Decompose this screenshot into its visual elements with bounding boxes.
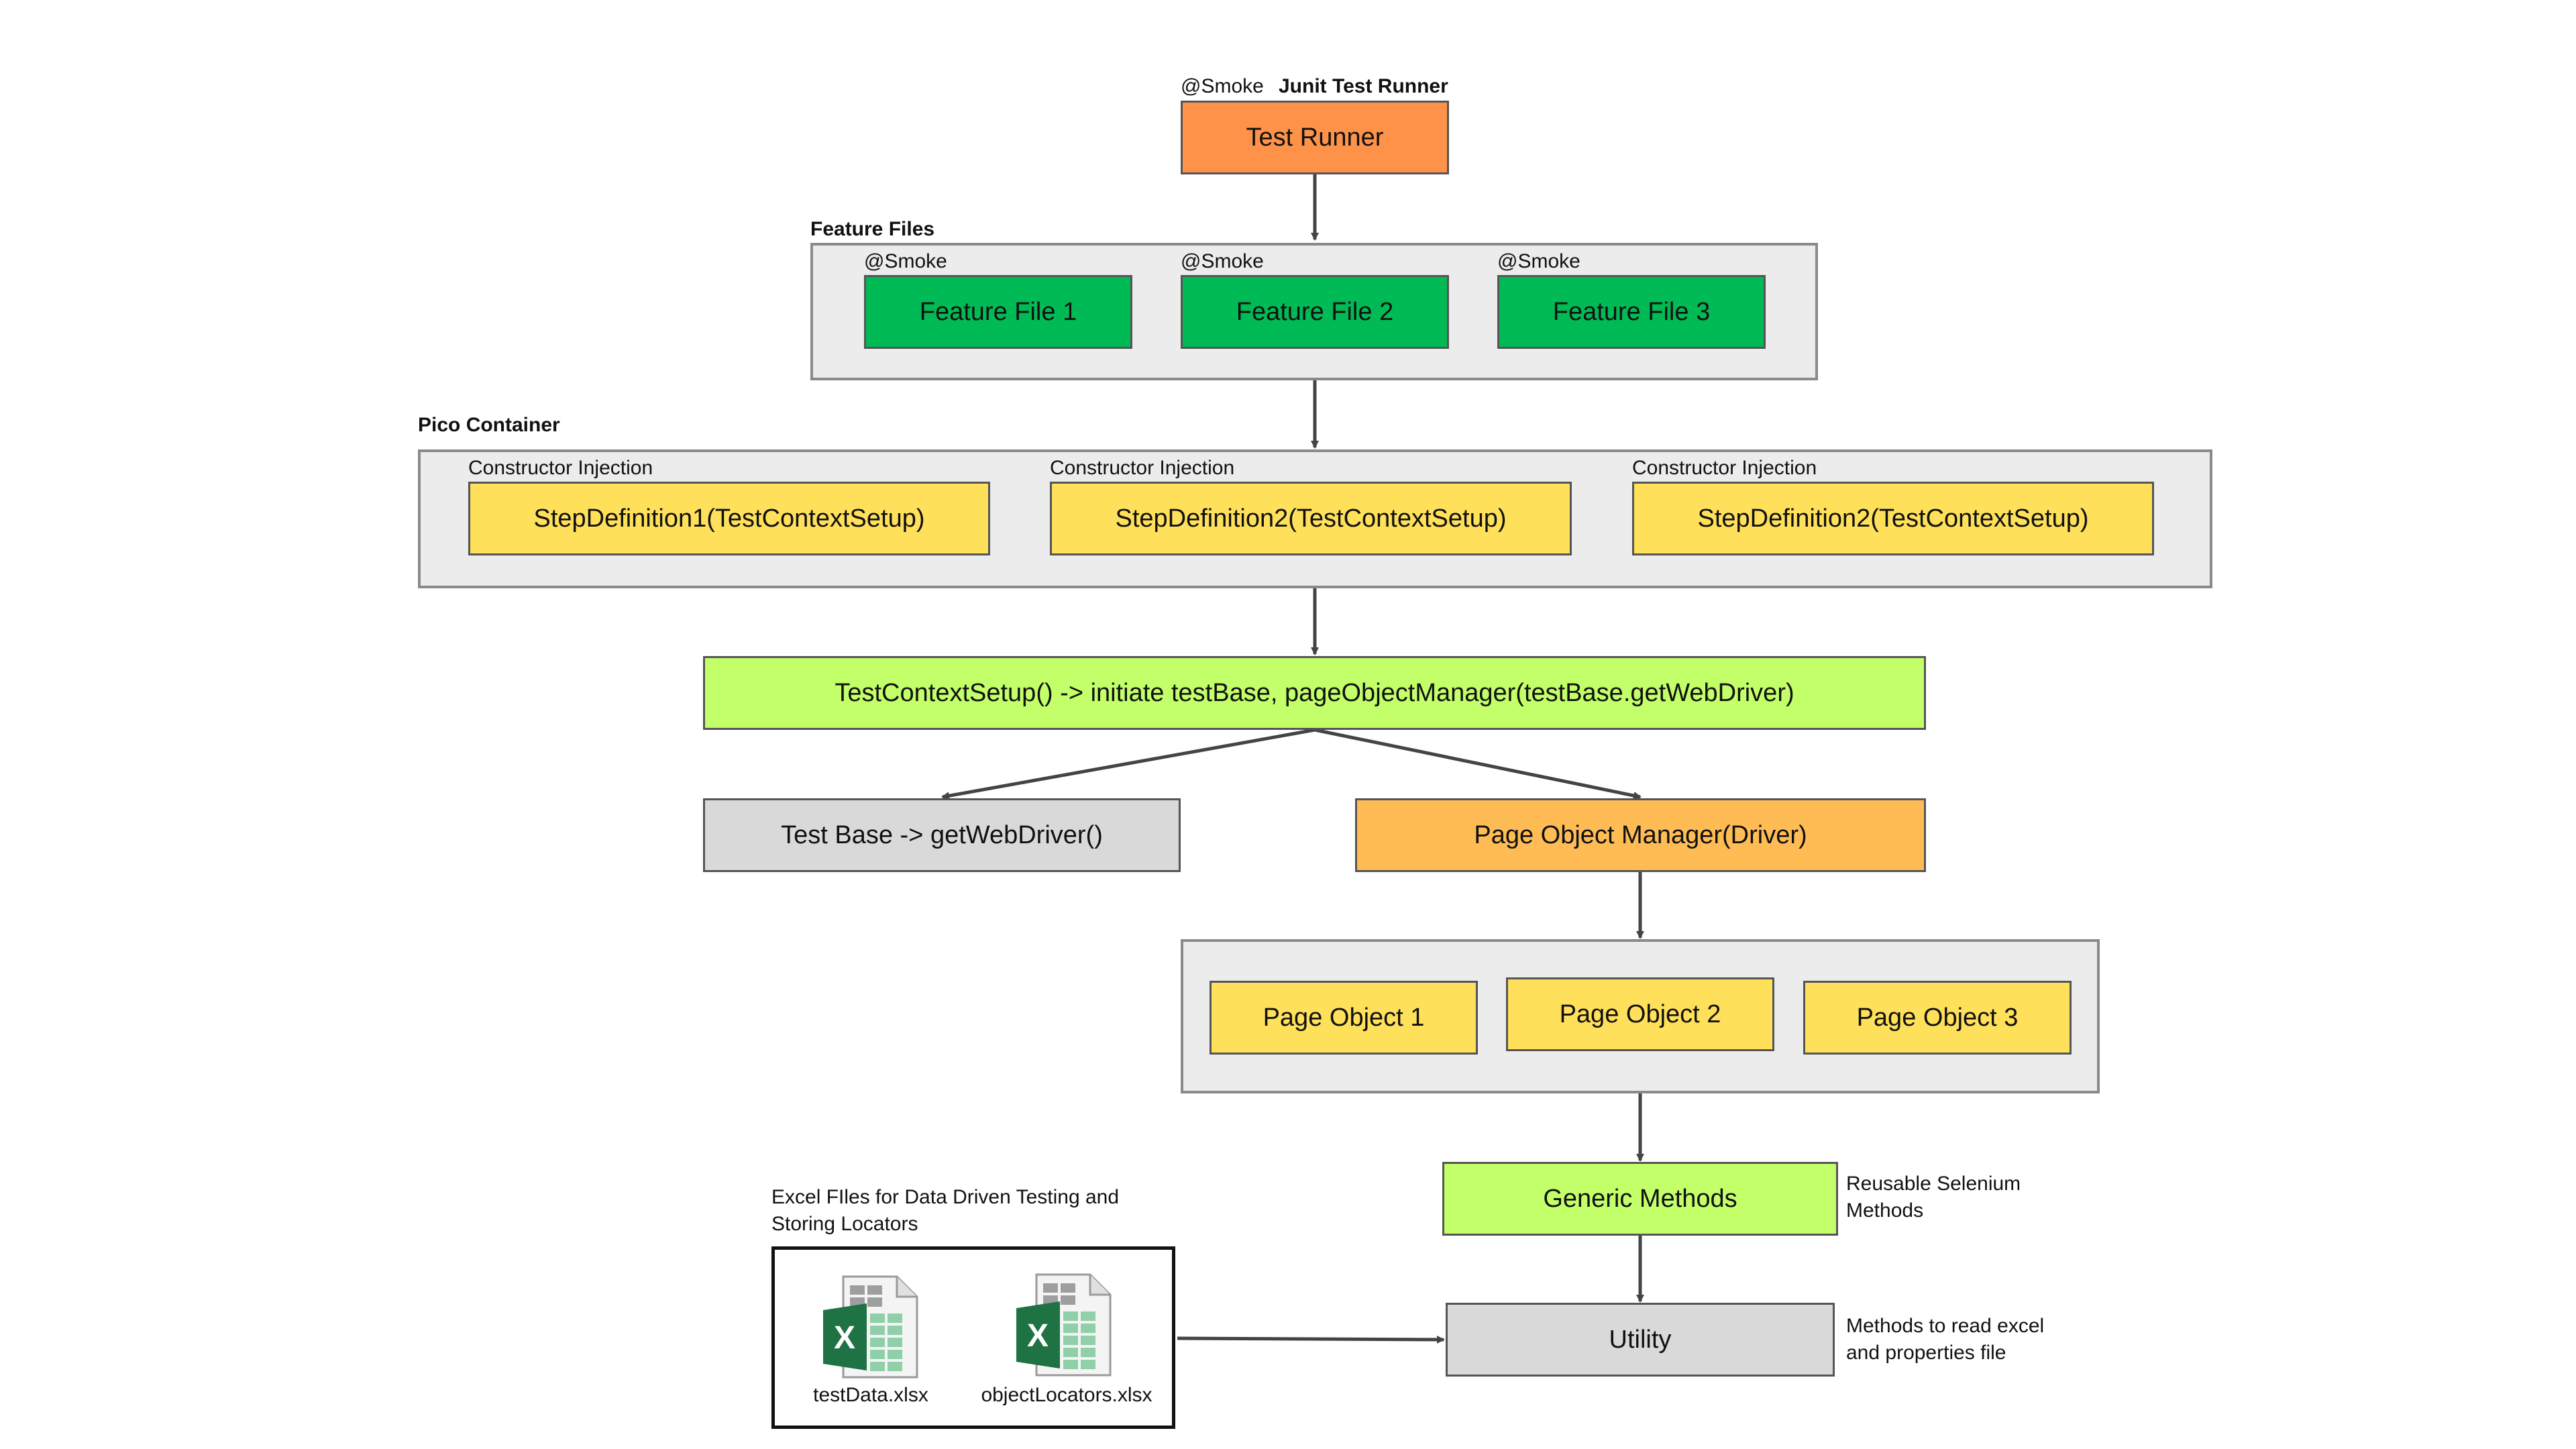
page-object-2-box: Page Object 2 bbox=[1506, 977, 1774, 1051]
test-runner-box: Test Runner bbox=[1181, 101, 1449, 174]
excel-caption-line2: Storing Locators bbox=[771, 1213, 918, 1235]
svg-text:X: X bbox=[834, 1320, 855, 1356]
constructor-injection-caption: Constructor Injection bbox=[1050, 457, 1235, 479]
arrow-context-to-pom bbox=[1314, 728, 1642, 800]
test-base-box: Test Base -> getWebDriver() bbox=[703, 798, 1181, 872]
runner-heading: Junit Test Runner bbox=[1279, 75, 1448, 97]
pico-container-title: Pico Container bbox=[418, 414, 560, 436]
feature-file-1-box: Feature File 1 bbox=[864, 275, 1132, 349]
utility-note-line2: and properties file bbox=[1846, 1342, 2006, 1364]
page-object-manager-box: Page Object Manager(Driver) bbox=[1355, 798, 1926, 872]
runner-tag: @Smoke bbox=[1181, 75, 1264, 97]
arrow-excel-to-utility bbox=[1177, 1335, 1445, 1344]
page-object-1-box: Page Object 1 bbox=[1210, 981, 1478, 1055]
feature-file-2-box: Feature File 2 bbox=[1181, 275, 1449, 349]
generic-methods-note: Reusable Selenium Methods bbox=[1846, 1171, 2021, 1224]
feature-files-title: Feature Files bbox=[810, 218, 935, 240]
excel-file-name: testData.xlsx bbox=[813, 1384, 928, 1406]
feature-file-tag: @Smoke bbox=[1181, 250, 1264, 272]
excel-file-name: objectLocators.xlsx bbox=[981, 1384, 1152, 1406]
feature-file-tag: @Smoke bbox=[864, 250, 947, 272]
excel-file-icon: X bbox=[823, 1275, 918, 1379]
step-definition-2-box: StepDefinition2(TestContextSetup) bbox=[1050, 482, 1572, 555]
svg-text:X: X bbox=[1027, 1318, 1049, 1354]
utility-note-line1: Methods to read excel bbox=[1846, 1315, 2045, 1337]
generic-methods-note-line1: Reusable Selenium bbox=[1846, 1173, 2021, 1195]
step-definition-3-box: StepDefinition2(TestContextSetup) bbox=[1632, 482, 2154, 555]
excel-caption: Excel FIles for Data Driven Testing and … bbox=[771, 1184, 1119, 1238]
utility-box: Utility bbox=[1446, 1303, 1835, 1377]
test-context-setup-box: TestContextSetup() -> initiate testBase,… bbox=[703, 656, 1926, 730]
feature-file-tag: @Smoke bbox=[1497, 250, 1580, 272]
constructor-injection-caption: Constructor Injection bbox=[1632, 457, 1817, 479]
feature-file-3-box: Feature File 3 bbox=[1497, 275, 1766, 349]
page-object-3-box: Page Object 3 bbox=[1803, 981, 2072, 1055]
step-definition-1-box: StepDefinition1(TestContextSetup) bbox=[468, 482, 990, 555]
excel-caption-line1: Excel FIles for Data Driven Testing and bbox=[771, 1186, 1120, 1208]
constructor-injection-caption: Constructor Injection bbox=[468, 457, 653, 479]
utility-note: Methods to read excel and properties fil… bbox=[1846, 1313, 2044, 1366]
excel-file-icon: X bbox=[1016, 1273, 1112, 1377]
generic-methods-note-line2: Methods bbox=[1846, 1199, 1924, 1222]
arrow-context-to-testbase bbox=[941, 728, 1316, 800]
generic-methods-box: Generic Methods bbox=[1442, 1162, 1838, 1236]
